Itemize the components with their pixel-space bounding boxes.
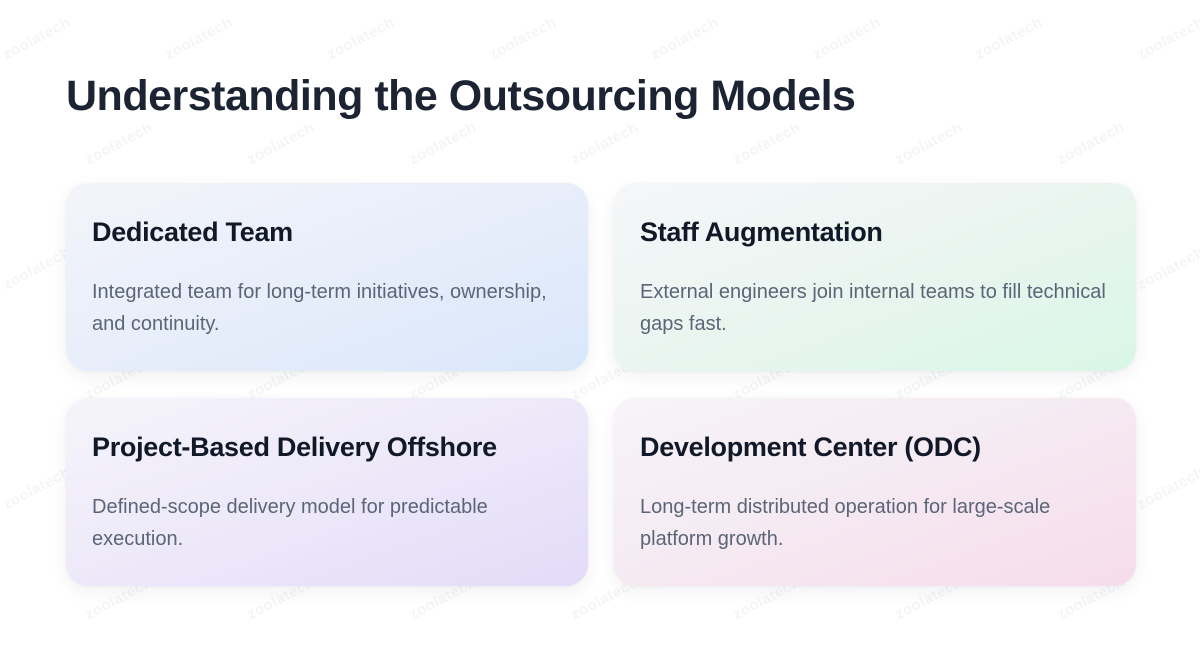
card-dedicated-team: Dedicated Team Integrated team for long-… xyxy=(66,183,588,371)
watermark-text: zoolatech xyxy=(568,118,642,169)
card-title: Project-Based Delivery Offshore xyxy=(92,432,497,462)
watermark-text: zoolatech xyxy=(0,463,74,514)
watermark-text: zoolatech xyxy=(1134,243,1200,294)
page-title: Understanding the Outsourcing Models xyxy=(66,72,856,120)
watermark-text: zoolatech xyxy=(1134,13,1200,64)
card-description: External engineers join internal teams t… xyxy=(640,281,1106,335)
watermark-text: zoolatech xyxy=(892,118,966,169)
watermark-text: zoolatech xyxy=(162,13,236,64)
card-project-based-delivery: Project-Based Delivery Offshore Defined-… xyxy=(66,398,588,586)
watermark-text: zoolatech xyxy=(82,118,156,169)
watermark-text: zoolatech xyxy=(648,13,722,64)
card-title: Dedicated Team xyxy=(92,217,293,247)
watermark-text: zoolatech xyxy=(972,13,1046,64)
watermark-text: zoolatech xyxy=(244,118,318,169)
watermark-text: zoolatech xyxy=(0,243,74,294)
watermark-text: zoolatech xyxy=(324,13,398,64)
card-development-center: Development Center (ODC) Long-term distr… xyxy=(614,398,1136,586)
watermark-text: zoolatech xyxy=(810,13,884,64)
card-staff-augmentation: Staff Augmentation External engineers jo… xyxy=(614,183,1136,371)
watermark-text: zoolatech xyxy=(406,118,480,169)
watermark-text: zoolatech xyxy=(1054,118,1128,169)
card-description: Defined-scope delivery model for predict… xyxy=(92,496,488,550)
watermark-text: zoolatech xyxy=(1134,463,1200,514)
watermark-text: zoolatech xyxy=(486,13,560,64)
card-title: Staff Augmentation xyxy=(640,217,883,247)
watermark-text: zoolatech xyxy=(0,13,74,64)
card-description: Integrated team for long-term initiative… xyxy=(92,281,547,335)
card-description: Long-term distributed operation for larg… xyxy=(640,496,1051,550)
card-title: Development Center (ODC) xyxy=(640,432,981,462)
watermark-text: zoolatech xyxy=(730,118,804,169)
